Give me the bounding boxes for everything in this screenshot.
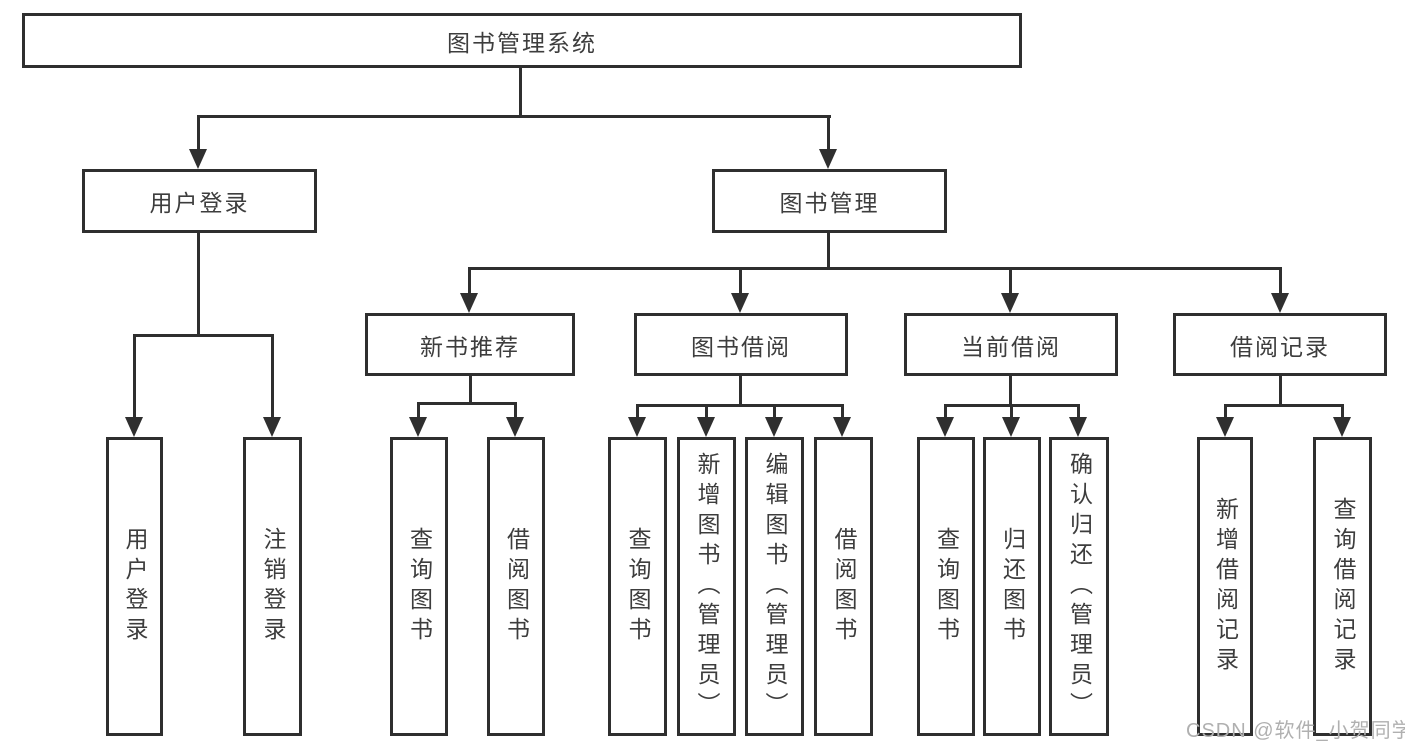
leaf-confirm-return-admin-label: 确认归还（管理员） xyxy=(1066,451,1093,722)
csdn-watermark: CSDN @软件_小贺同学 xyxy=(1186,720,1405,742)
connector-stub xyxy=(944,404,947,419)
connector-stub xyxy=(417,402,420,419)
leaf-edit-book-admin: 编辑图书（管理员） xyxy=(745,437,804,736)
connector-stub xyxy=(271,334,274,418)
leaf-query-book-3: 查询图书 xyxy=(917,437,975,736)
arrow-down-icon xyxy=(819,149,837,169)
node-new-book-recommend: 新书推荐 xyxy=(365,313,575,376)
arrow-down-icon xyxy=(1333,417,1351,437)
node-new-book-recommend-label: 新书推荐 xyxy=(420,333,520,360)
connector-stub xyxy=(1077,404,1080,419)
arrow-down-icon xyxy=(628,417,646,437)
arrow-down-icon xyxy=(765,417,783,437)
connector-stub xyxy=(468,267,471,295)
arrow-down-icon xyxy=(189,149,207,169)
leaf-query-borrow-record-label: 查询借阅记录 xyxy=(1330,496,1356,677)
connector-stub xyxy=(739,267,742,295)
node-user-login: 用户登录 xyxy=(82,169,317,233)
connector-stem xyxy=(739,376,742,407)
arrow-down-icon xyxy=(125,417,143,437)
arrow-down-icon xyxy=(1002,417,1020,437)
node-root: 图书管理系统 xyxy=(22,13,1022,68)
connector-stub xyxy=(773,404,776,419)
connector-stub xyxy=(197,115,200,151)
arrow-down-icon xyxy=(833,417,851,437)
leaf-add-book-admin: 新增图书（管理员） xyxy=(677,437,736,736)
connector-rail xyxy=(417,402,517,405)
leaf-query-book-2-label: 查询图书 xyxy=(625,526,651,647)
leaf-borrow-book-1-label: 借阅图书 xyxy=(503,526,530,647)
arrow-down-icon xyxy=(1271,293,1289,313)
leaf-query-book-1: 查询图书 xyxy=(390,437,448,736)
node-book-management: 图书管理 xyxy=(712,169,947,233)
leaf-borrow-book-2: 借阅图书 xyxy=(814,437,873,736)
connector-stub xyxy=(1224,404,1227,419)
connector-stub xyxy=(705,404,708,419)
arrow-down-icon xyxy=(936,417,954,437)
leaf-edit-book-admin-label: 编辑图书（管理员） xyxy=(762,451,788,722)
connector-root-stem xyxy=(519,68,522,118)
connector-stub xyxy=(827,115,830,151)
connector-stub xyxy=(1279,267,1282,295)
leaf-query-book-3-label: 查询图书 xyxy=(933,526,960,647)
leaf-borrow-book-1: 借阅图书 xyxy=(487,437,545,736)
leaf-query-book-1-label: 查询图书 xyxy=(406,526,433,647)
node-book-management-label: 图书管理 xyxy=(779,190,880,216)
arrow-down-icon xyxy=(1069,417,1087,437)
connector-stem xyxy=(469,376,472,405)
leaf-user-login-label: 用户登录 xyxy=(122,526,148,647)
leaf-query-borrow-record: 查询借阅记录 xyxy=(1313,437,1372,736)
connector-stub xyxy=(1009,267,1012,295)
leaf-add-borrow-record: 新增借阅记录 xyxy=(1197,437,1253,736)
leaf-logout-label: 注销登录 xyxy=(260,526,286,647)
arrow-down-icon xyxy=(1001,293,1019,313)
leaf-logout: 注销登录 xyxy=(243,437,302,736)
node-borrow-records: 借阅记录 xyxy=(1173,313,1387,376)
leaf-return-book-label: 归还图书 xyxy=(999,526,1026,647)
arrow-down-icon xyxy=(731,293,749,313)
leaf-borrow-book-2-label: 借阅图书 xyxy=(831,526,857,647)
connector-stub xyxy=(841,404,844,419)
connector-rail xyxy=(636,404,844,407)
connector-book-mgmt-rail xyxy=(468,267,1282,270)
node-current-borrow-label: 当前借阅 xyxy=(961,333,1061,360)
leaf-user-login: 用户登录 xyxy=(106,437,163,736)
connector-book-mgmt-stem xyxy=(827,233,830,270)
connector-stub xyxy=(1341,404,1344,419)
node-root-label: 图书管理系统 xyxy=(447,29,597,56)
leaf-add-book-admin-label: 新增图书（管理员） xyxy=(694,451,720,722)
leaf-query-book-2: 查询图书 xyxy=(608,437,667,736)
node-user-login-label: 用户登录 xyxy=(149,190,250,216)
arrow-down-icon xyxy=(1216,417,1234,437)
connector-stub xyxy=(636,404,639,419)
connector-stem xyxy=(1279,376,1282,407)
arrow-down-icon xyxy=(460,293,478,313)
node-book-borrow-label: 图书借阅 xyxy=(691,333,791,360)
arrow-down-icon xyxy=(506,417,524,437)
arrow-down-icon xyxy=(409,417,427,437)
connector-root-rail xyxy=(197,115,831,118)
connector-user-login-rail xyxy=(133,334,274,337)
leaf-return-book: 归还图书 xyxy=(983,437,1041,736)
arrow-down-icon xyxy=(263,417,281,437)
node-book-borrow: 图书借阅 xyxy=(634,313,848,376)
connector-user-login-stem xyxy=(197,233,200,337)
leaf-confirm-return-admin: 确认归还（管理员） xyxy=(1049,437,1109,736)
connector-rail xyxy=(1224,404,1344,407)
connector-stub xyxy=(133,334,136,418)
node-borrow-records-label: 借阅记录 xyxy=(1230,333,1330,360)
node-current-borrow: 当前借阅 xyxy=(904,313,1118,376)
arrow-down-icon xyxy=(697,417,715,437)
connector-stub xyxy=(514,402,517,419)
leaf-add-borrow-record-label: 新增借阅记录 xyxy=(1212,496,1239,677)
connector-stub xyxy=(1010,404,1013,419)
connector-stem xyxy=(1009,376,1012,407)
